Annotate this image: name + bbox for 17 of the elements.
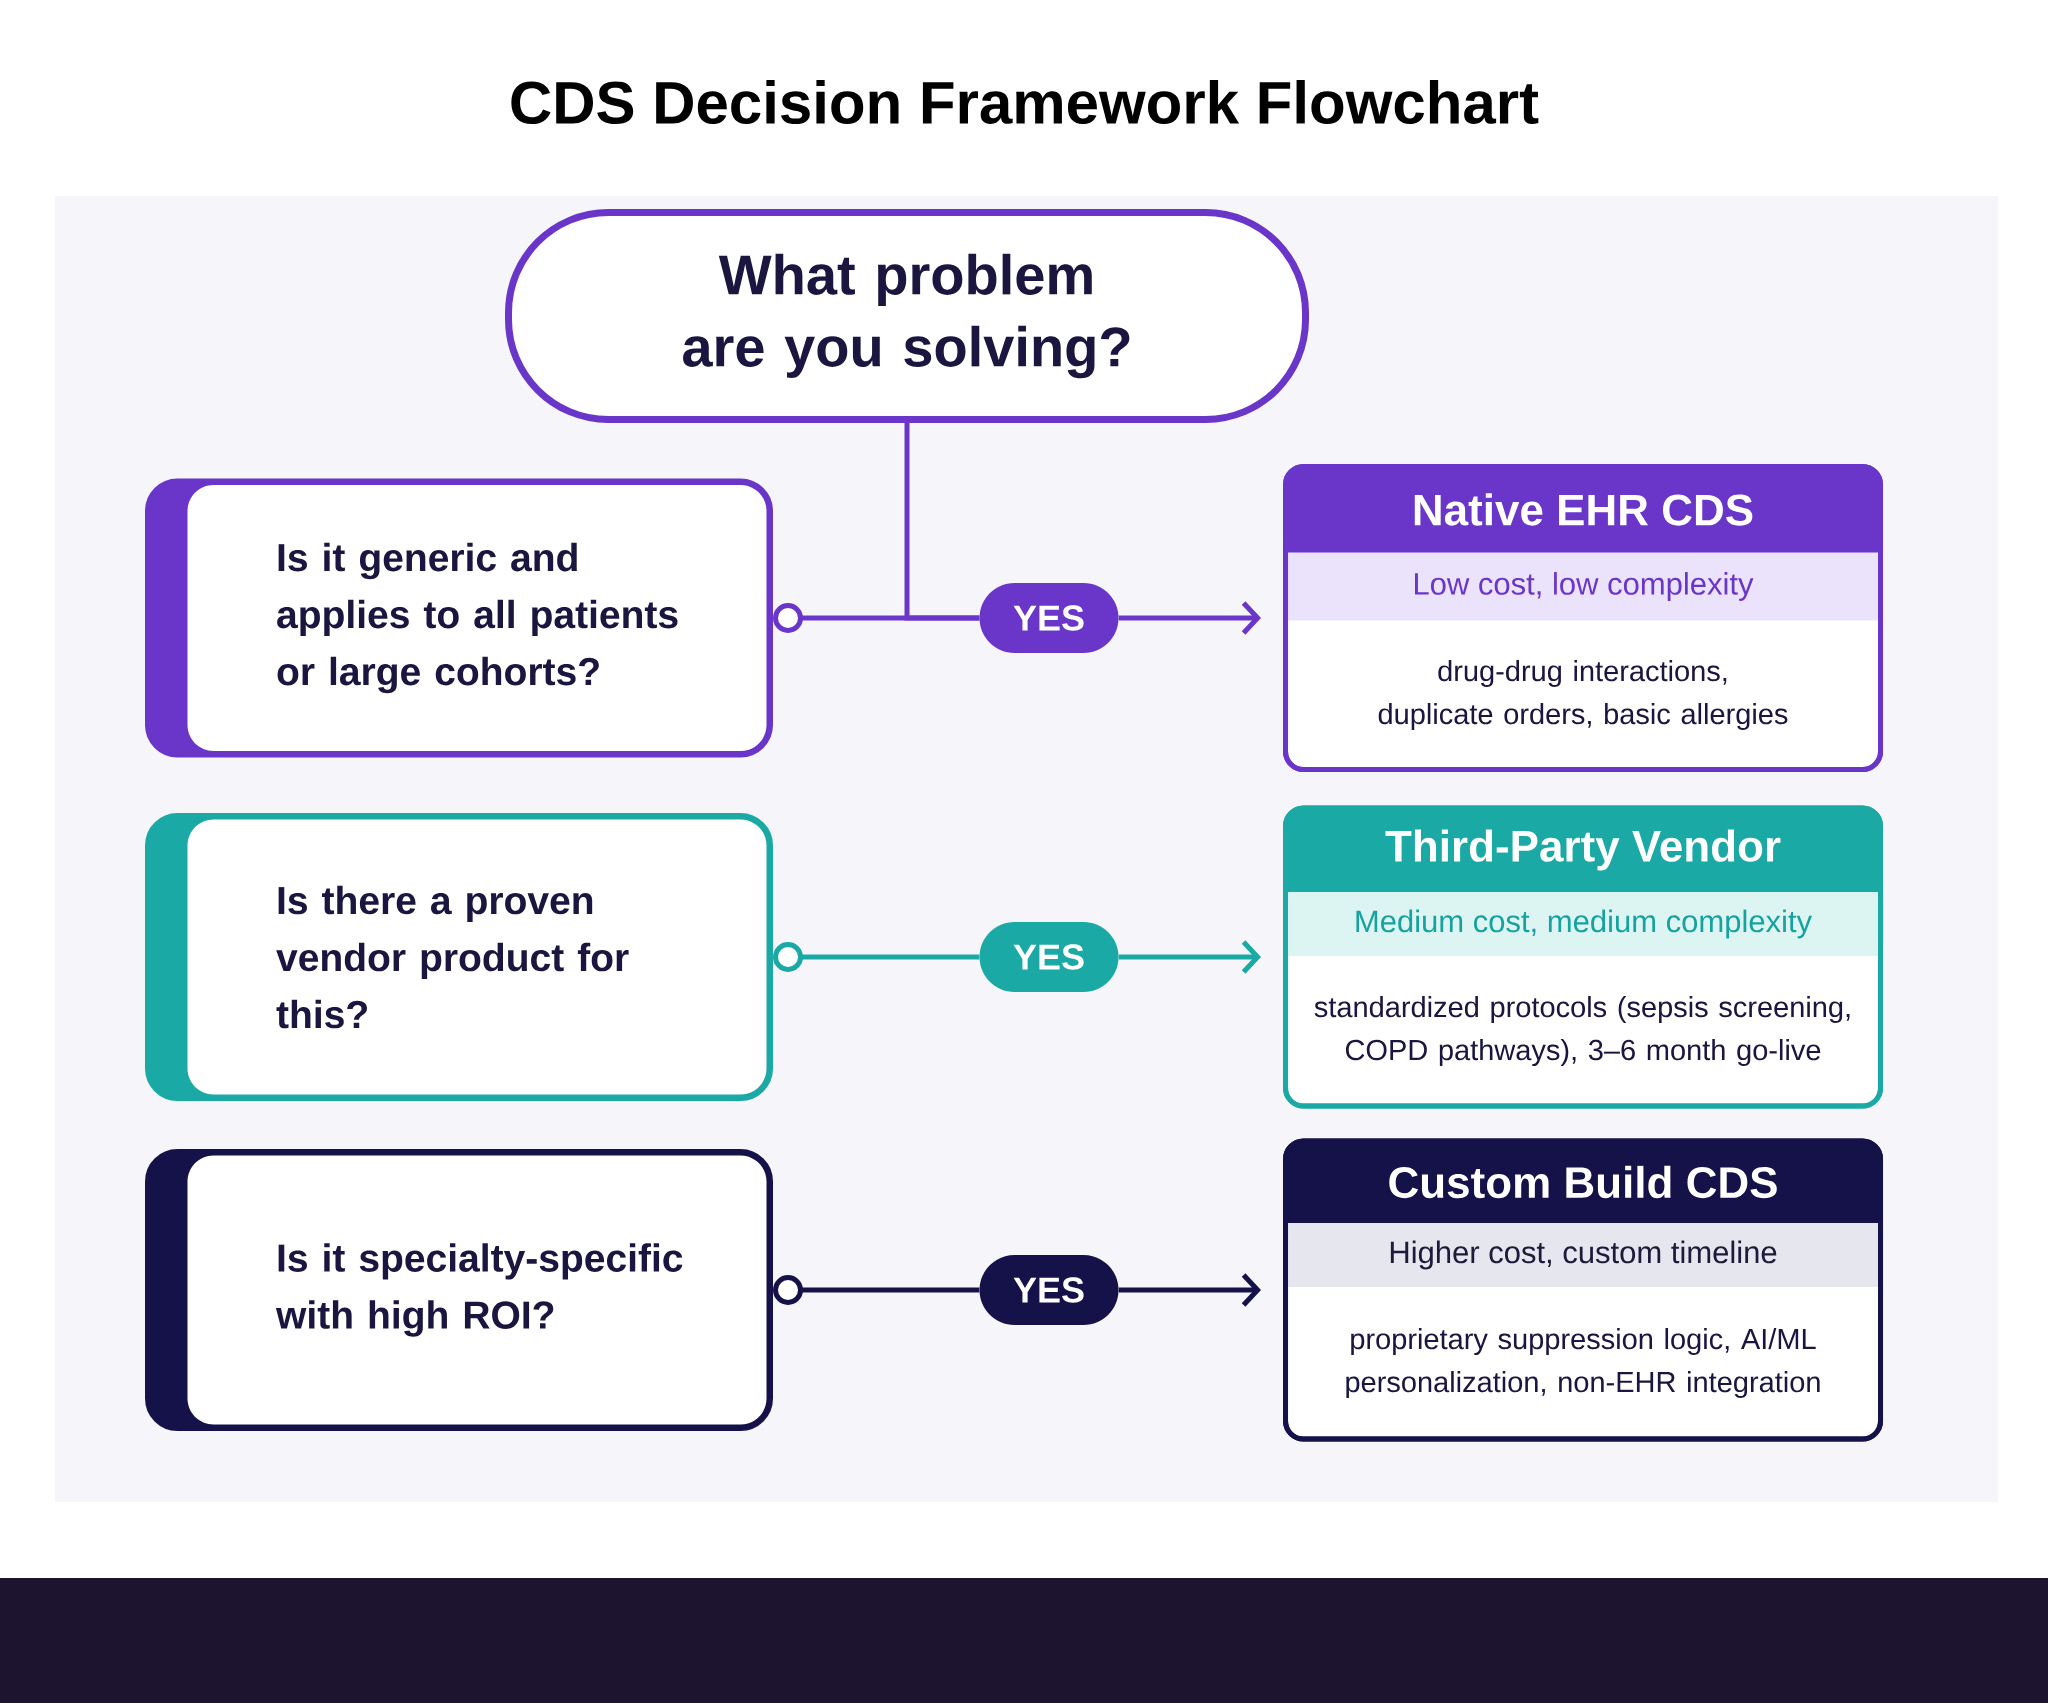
outcome-card: Native EHR CDS Low cost, low complexity drug-drug interactions, duplicate orders, basic allergies [1283, 464, 1883, 772]
answer-pill: YES [979, 922, 1119, 992]
answer-pill: YES [979, 583, 1119, 653]
connector [773, 603, 980, 633]
start-box: What problem are you solving? [505, 209, 1309, 423]
question-card: Is it specialty-specific with high ROI? [145, 1149, 773, 1431]
question-card: Is there a proven vendor product for this? [145, 813, 773, 1101]
answer-pill: YES [979, 1255, 1119, 1325]
title: CDS Decision Framework Flowchart [511, 79, 1539, 125]
question-card: Is it generic and applies to all patients or large cohorts? [145, 478, 773, 758]
connector [773, 1275, 980, 1305]
outcome-card: Custom Build CDS Higher cost, custom timeline proprietary suppression logic, AI/ML personalization, non-EHR integration [1283, 1138, 1883, 1442]
connector [1118, 601, 1262, 635]
connector [1118, 1273, 1262, 1307]
connector [773, 942, 980, 972]
connector [1118, 940, 1262, 974]
outcome-card: Third-Party Vendor Medium cost, medium complexity standardized protocols (sepsis screening, COPD pathways), 3–6 month go-live [1283, 805, 1883, 1109]
